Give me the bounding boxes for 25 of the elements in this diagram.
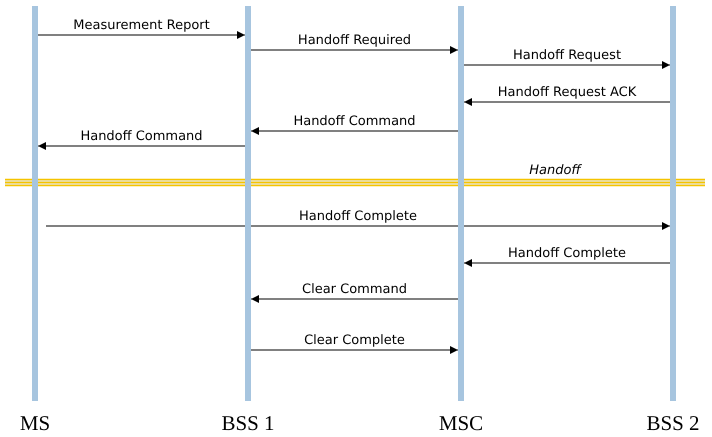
message-arrow <box>250 46 458 54</box>
lifeline-label: BSS 1 <box>221 411 275 436</box>
lifeline-label: MSC <box>438 411 484 436</box>
message-arrow <box>464 61 670 69</box>
message-label: Clear Command <box>302 282 407 298</box>
message-label: Handoff Command <box>80 129 203 145</box>
message-label: Measurement Report <box>73 18 210 34</box>
message-label: Clear Complete <box>304 333 405 349</box>
message-arrow <box>464 98 670 106</box>
message-arrow <box>46 222 670 230</box>
lifeline-label: MS <box>20 411 50 436</box>
message-arrow <box>38 31 246 39</box>
message-label: Handoff Request ACK <box>498 85 636 101</box>
lifeline-label: BSS 2 <box>646 411 700 436</box>
message-label: Handoff Command <box>293 114 416 130</box>
message-label: Handoff Required <box>298 33 412 49</box>
message-arrow <box>464 259 670 267</box>
message-arrow <box>250 127 458 135</box>
message-label: Handoff Complete <box>299 209 417 225</box>
message-label: Handoff Request <box>512 48 622 64</box>
message-arrow <box>250 295 458 303</box>
phase-label: Handoff <box>529 163 581 179</box>
message-arrow <box>38 142 246 150</box>
message-label: Handoff Complete <box>508 246 626 262</box>
message-arrow <box>250 346 458 354</box>
